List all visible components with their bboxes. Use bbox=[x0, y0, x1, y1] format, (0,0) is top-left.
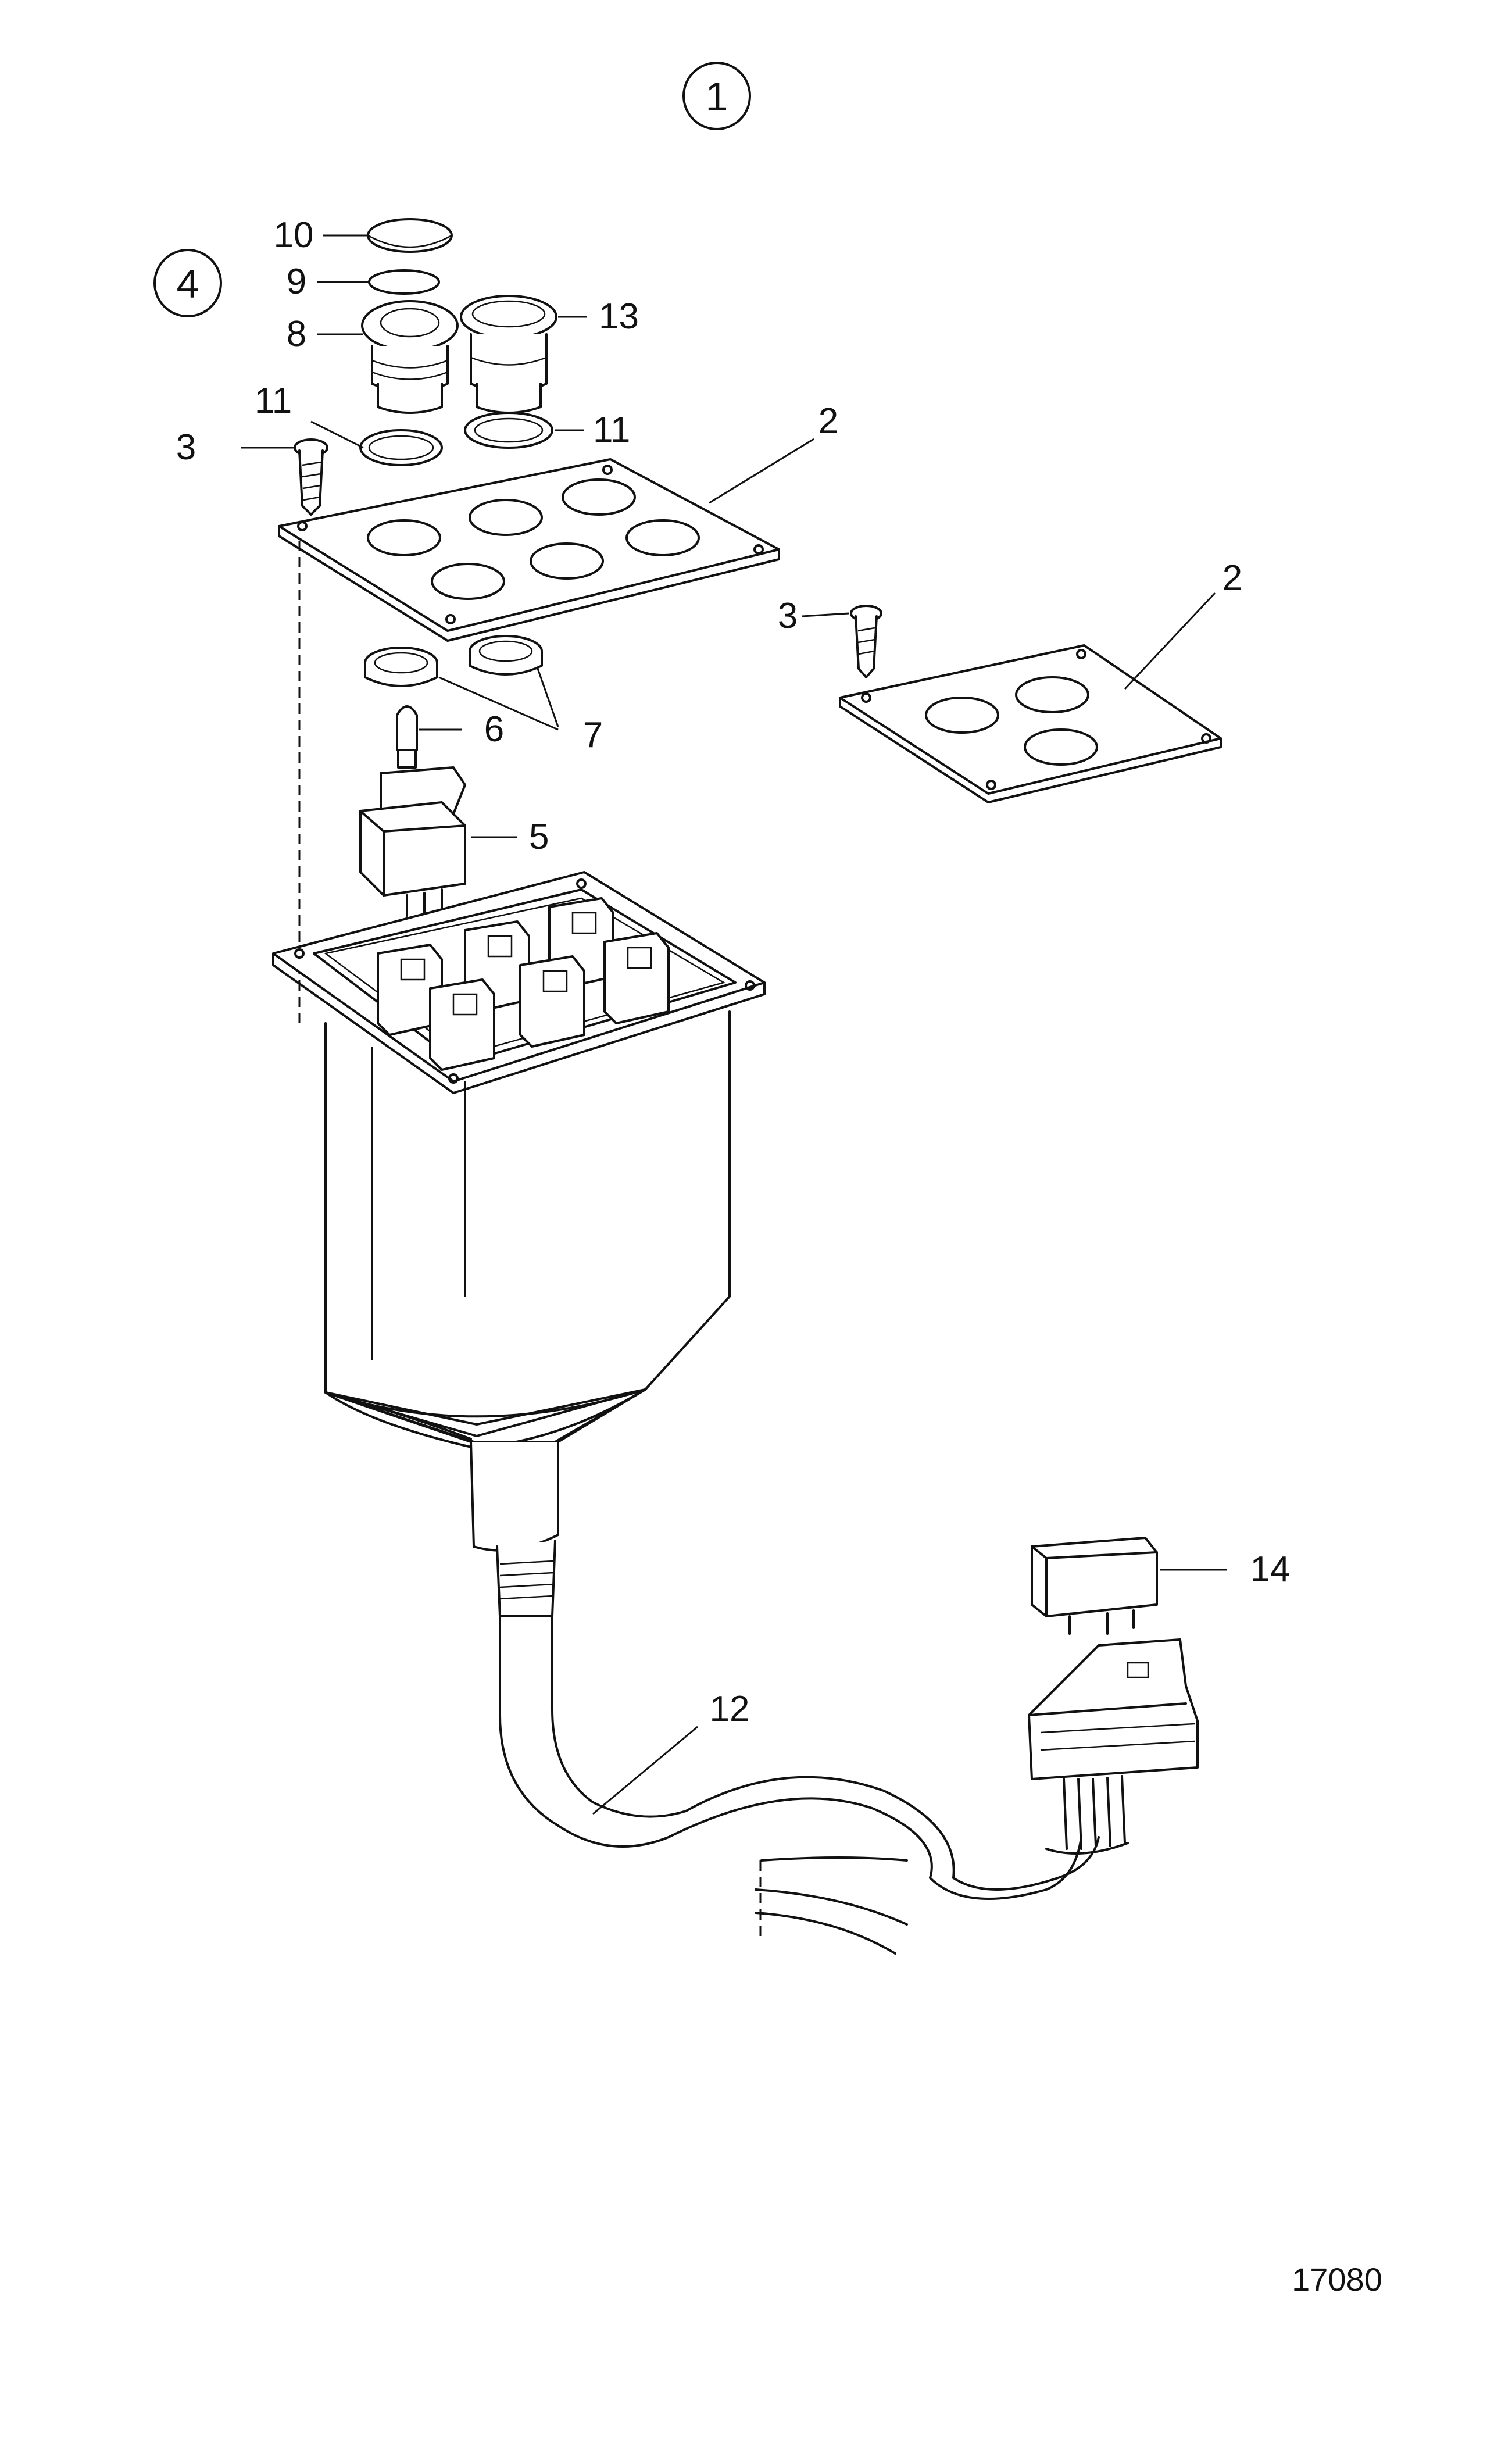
indicator-part bbox=[460, 295, 557, 414]
relay-14-part bbox=[1031, 1537, 1158, 1635]
callout-10: 10 bbox=[274, 215, 314, 255]
callout-14: 14 bbox=[1250, 1549, 1291, 1590]
callout-2-small-panel: 2 bbox=[1223, 558, 1242, 598]
panel-large-part bbox=[278, 458, 780, 642]
callout-11-left: 11 bbox=[255, 381, 292, 421]
relay-base-part bbox=[359, 766, 466, 917]
callout-7: 7 bbox=[583, 715, 603, 755]
o-ring-left-part bbox=[359, 429, 443, 466]
callout-3-right: 3 bbox=[778, 596, 798, 636]
callout-13: 13 bbox=[599, 297, 639, 337]
screw-left-part bbox=[294, 438, 328, 516]
relay-housing-part bbox=[272, 871, 766, 1548]
bushing-left-part bbox=[364, 647, 438, 687]
figure-number: 17080 bbox=[1292, 2261, 1382, 2298]
cap-part bbox=[367, 218, 453, 253]
bulb-part bbox=[396, 705, 418, 769]
callout-9: 9 bbox=[287, 262, 306, 302]
circled-ref-1-text: 1 bbox=[706, 74, 728, 119]
callout-2-large-panel: 2 bbox=[818, 401, 838, 441]
lens-part bbox=[368, 269, 440, 295]
callout-8: 8 bbox=[287, 314, 306, 354]
connector-part bbox=[1028, 1638, 1199, 1855]
panel-small-part bbox=[839, 644, 1222, 803]
cable-harness-part bbox=[470, 1441, 1100, 1955]
callout-3-left: 3 bbox=[176, 427, 196, 467]
callout-12: 12 bbox=[710, 1689, 750, 1729]
circled-ref-4-text: 4 bbox=[177, 261, 199, 306]
circled-ref-1: 1 bbox=[682, 62, 751, 130]
circled-ref-4: 4 bbox=[153, 249, 222, 317]
screw-right-part bbox=[850, 605, 882, 678]
callout-6: 6 bbox=[484, 709, 504, 749]
bushing-right-part bbox=[469, 635, 543, 676]
callout-5: 5 bbox=[529, 817, 549, 857]
leader-lines bbox=[241, 234, 1227, 1815]
callout-11-right: 11 bbox=[593, 410, 630, 450]
o-ring-right-part bbox=[464, 412, 553, 449]
switch-knob-part bbox=[361, 300, 459, 414]
